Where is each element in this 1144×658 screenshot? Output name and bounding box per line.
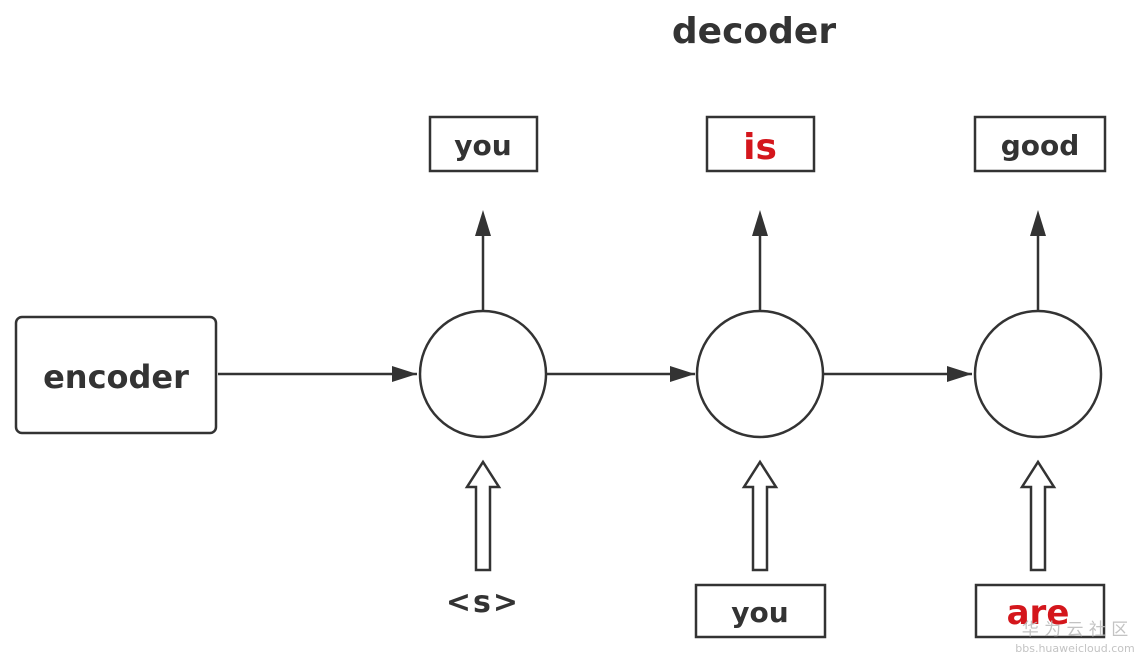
output-label-2: is — [743, 127, 777, 168]
input-arrow-2 — [741, 459, 779, 572]
output-label-3: good — [1001, 129, 1080, 162]
output-arrowhead-2 — [752, 210, 768, 236]
decoder-cell-1 — [418, 309, 548, 439]
output-box-3 — [973, 115, 1107, 173]
output-box-2 — [705, 115, 816, 173]
decoder-cell-2 — [695, 309, 825, 439]
input-box-3 — [974, 583, 1106, 639]
output-label-1: you — [454, 129, 511, 162]
watermark-url: bbs.huaweicloud.com — [1015, 642, 1134, 655]
encoder-box — [14, 315, 218, 435]
input-label-2: you — [731, 596, 788, 629]
watermark-logo-text: 华 为 云 社 区 — [1022, 620, 1129, 640]
cell2-to-cell3-arrowhead — [947, 366, 972, 382]
output-arrowhead-3 — [1030, 210, 1046, 236]
output-arrowhead-1 — [475, 210, 491, 236]
diagram-title: decoder — [672, 11, 836, 52]
input-label-3: are — [1007, 593, 1070, 633]
input-arrow-3 — [1019, 459, 1057, 572]
encoder-label: encoder — [43, 358, 189, 396]
input-arrow-1 — [464, 459, 502, 572]
encoder-to-cell1-arrowhead — [392, 366, 417, 382]
output-box-1 — [428, 115, 539, 173]
cell1-to-cell2-arrowhead — [670, 366, 695, 382]
input-label-1: <s> — [446, 585, 520, 620]
input-box-2 — [694, 583, 827, 639]
decoder-cell-3 — [973, 309, 1103, 439]
